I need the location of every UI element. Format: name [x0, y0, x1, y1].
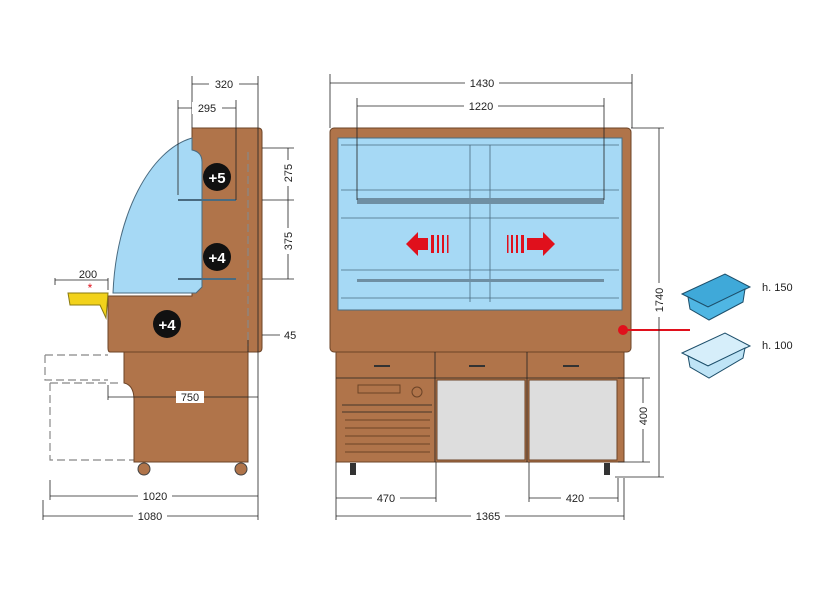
control-knob [411, 386, 423, 398]
level-badge [203, 243, 231, 271]
dim-shelf-width: 1220 [469, 101, 493, 113]
dim-rear-offset: 45 [284, 330, 296, 342]
dim-shelf-gap-mid: 375 [283, 232, 295, 250]
dim-top-depth: 320 [215, 79, 233, 91]
curved-glass [112, 137, 203, 294]
caster-wheel [350, 463, 356, 475]
dim-total-height: 1740 [654, 288, 666, 312]
pan-150-label: h. 150 [762, 282, 793, 294]
sliding-arrow-left-icon [406, 232, 449, 256]
dim-total-width: 1430 [470, 78, 494, 90]
dim-right-door: 420 [566, 493, 584, 505]
extension-shelf [67, 292, 109, 320]
dim-door-height: 400 [638, 407, 650, 425]
door-right [528, 379, 618, 461]
level-badge-label: +4 [158, 317, 176, 334]
level-badge-label: +4 [208, 250, 226, 267]
dim-left-unit: 470 [377, 493, 395, 505]
caster-wheel [234, 462, 248, 476]
side-view: * +5 +4 +4 320 295 275 375 200 45 750 10… [42, 76, 296, 523]
lower-shelf [357, 279, 604, 282]
front-glass [337, 137, 623, 311]
vent-grille [345, 419, 430, 453]
level-badge [203, 163, 231, 191]
dim-total-depth: 1080 [138, 511, 162, 523]
control-display [357, 384, 401, 394]
dim-shelf-gap-top: 275 [283, 164, 295, 182]
front-view: 1430 1220 1740 400 470 420 1365 [329, 74, 690, 523]
pan-150: h. 150 [680, 273, 793, 321]
side-base [123, 351, 249, 463]
dim-base-depth: 750 [181, 392, 199, 404]
sliding-arrow-right-icon [507, 232, 555, 256]
dim-shelf-extension: 200 [79, 269, 97, 281]
dim-base-width: 1365 [476, 511, 500, 523]
glass-panel-lines [341, 144, 619, 302]
door-left [436, 379, 526, 461]
level-badge [153, 310, 181, 338]
caster-wheel [604, 463, 610, 475]
dashed-cart-outline [44, 354, 134, 461]
side-shelves [178, 199, 236, 280]
base-dividers [336, 352, 624, 462]
dim-depth: 1020 [143, 491, 167, 503]
level-badge-label: +5 [208, 170, 225, 187]
dim-shelf-depth: 295 [198, 103, 216, 115]
caster-wheel [137, 462, 151, 476]
pan-100: h. 100 [680, 332, 793, 379]
upper-shelf [357, 198, 604, 204]
gastronorm-pans: h. 150 h. 100 [680, 273, 793, 379]
pan-100-label: h. 100 [762, 340, 793, 352]
asterisk-mark: * [88, 281, 93, 295]
